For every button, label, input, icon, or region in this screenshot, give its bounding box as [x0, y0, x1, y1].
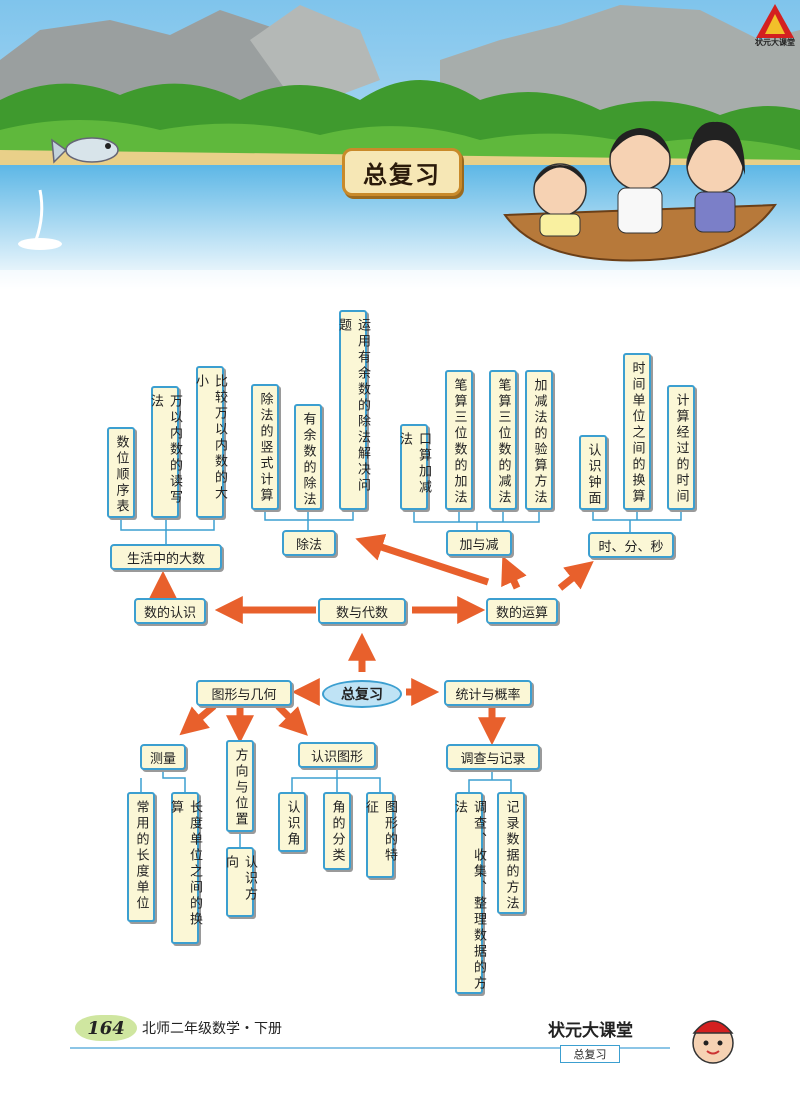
node-direction-position: 方向与位置: [226, 740, 254, 832]
node-recognize-shapes: 认识图形: [298, 742, 376, 768]
leaf-elapsed-time: 计算经过的时间: [667, 385, 695, 510]
node-division: 除法: [282, 530, 336, 556]
leaf-mental-add-sub: 口算加减法: [397, 424, 431, 510]
leaf-common-length-units: 常用的长度单位: [127, 792, 155, 922]
leaf-remainder-word-problems: 运用有余数的除法解决问题: [336, 310, 370, 510]
leaf-record-methods: 记录数据的方法: [497, 792, 525, 914]
leaf-read-write-numbers: 万以内数的读写法: [148, 386, 182, 518]
node-shapes-geometry: 图形与几何: [196, 680, 292, 706]
node-large-numbers: 生活中的大数: [110, 544, 222, 570]
landscape-illustration: [0, 0, 800, 290]
section-tag: 总复习: [560, 1045, 620, 1063]
leaf-survey-methods: 调查、收集、整理数据的方法: [452, 792, 486, 994]
logo-text: 状元大课堂: [755, 38, 795, 47]
node-statistics-probability: 统计与概率: [444, 680, 532, 706]
leaf-checking-method: 加减法的验算方法: [525, 370, 553, 510]
leaf-angle-classification: 角的分类: [323, 792, 351, 870]
page-title: 总复习: [342, 148, 462, 196]
node-number-algebra: 数与代数: [318, 598, 406, 624]
leaf-place-value-table: 数位顺序表: [107, 427, 135, 518]
leaf-shape-features: 图形的特征: [363, 792, 397, 878]
fish-icon: [51, 137, 119, 164]
mascot-icon: [692, 1020, 734, 1064]
leaf-time-unit-conversion: 时间单位之间的换算: [623, 353, 651, 510]
leaf-compare-numbers: 比较万以内数的大小: [193, 366, 227, 518]
leaf-recognize-directions: 认识方向: [223, 847, 257, 917]
book-title: 北师二年级数学・下册: [142, 1021, 282, 1037]
node-number-recognition: 数的认识: [134, 598, 206, 624]
node-general-review: 总复习: [322, 680, 402, 708]
node-operations: 数的运算: [486, 598, 558, 624]
node-time-units: 时、分、秒: [588, 532, 674, 558]
header-illustration: [0, 0, 800, 290]
leaf-clock-face: 认识钟面: [579, 435, 607, 510]
publisher-logo-icon: [756, 4, 794, 38]
brand-name: 状元大课堂: [548, 1021, 633, 1041]
node-addition-subtraction: 加与减: [446, 530, 512, 556]
node-survey-record: 调查与记录: [446, 744, 540, 770]
page-number: 164: [75, 1015, 137, 1041]
leaf-written-addition: 笔算三位数的加法: [445, 370, 473, 510]
node-measurement: 测量: [140, 744, 186, 770]
leaf-written-subtraction: 笔算三位数的减法: [489, 370, 517, 510]
leaf-recognize-angles: 认识角: [278, 792, 306, 852]
boat-with-children-illustration: [503, 121, 777, 262]
leaf-length-unit-conversion: 长度单位之间的换算: [168, 792, 202, 944]
leaf-division-with-remainder: 有余数的除法: [294, 404, 322, 510]
leaf-vertical-division: 除法的竖式计算: [251, 384, 279, 510]
footer-divider: [70, 1047, 670, 1049]
